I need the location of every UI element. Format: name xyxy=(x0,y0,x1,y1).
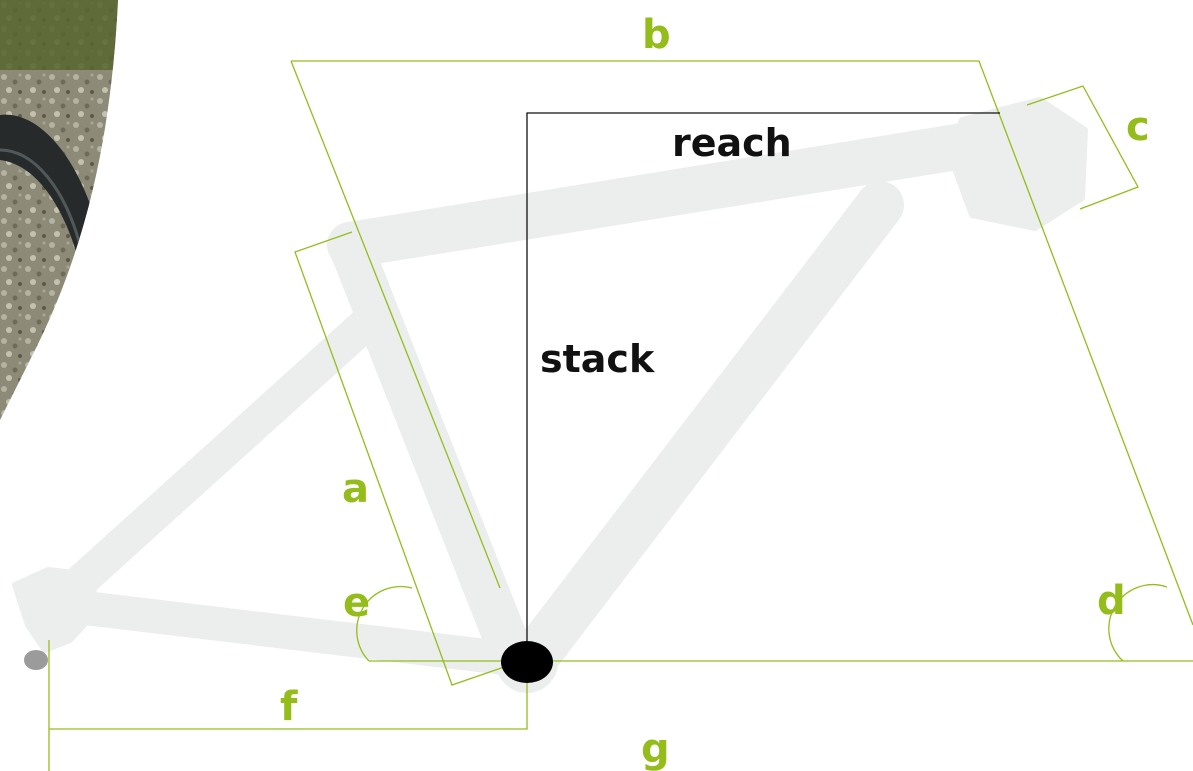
label-a: a xyxy=(342,466,369,512)
rear-axle-marker xyxy=(24,650,48,670)
label-f: f xyxy=(280,684,298,730)
label-b: b xyxy=(642,12,671,58)
label-d: d xyxy=(1097,578,1126,624)
d-angle-arc xyxy=(1108,584,1168,662)
bike-frame xyxy=(12,97,1088,693)
f-dimension-bracket xyxy=(49,662,528,730)
label-c: c xyxy=(1126,104,1150,150)
stack-reach-line xyxy=(526,112,1000,661)
label-reach: reach xyxy=(672,121,792,165)
a-dimension-line xyxy=(294,231,511,686)
b-dimension-left-line xyxy=(290,60,501,589)
stack-reach-lines xyxy=(526,112,1000,661)
bottom-bracket-marker xyxy=(501,641,553,683)
label-e: e xyxy=(343,580,370,626)
e-angle-arc xyxy=(356,585,413,662)
label-stack: stack xyxy=(540,337,655,381)
c-dimension-line xyxy=(1026,85,1139,210)
mountain-bike-photo-icon xyxy=(0,0,118,420)
label-g: g xyxy=(641,726,670,771)
b-dimension-line xyxy=(291,60,1193,626)
